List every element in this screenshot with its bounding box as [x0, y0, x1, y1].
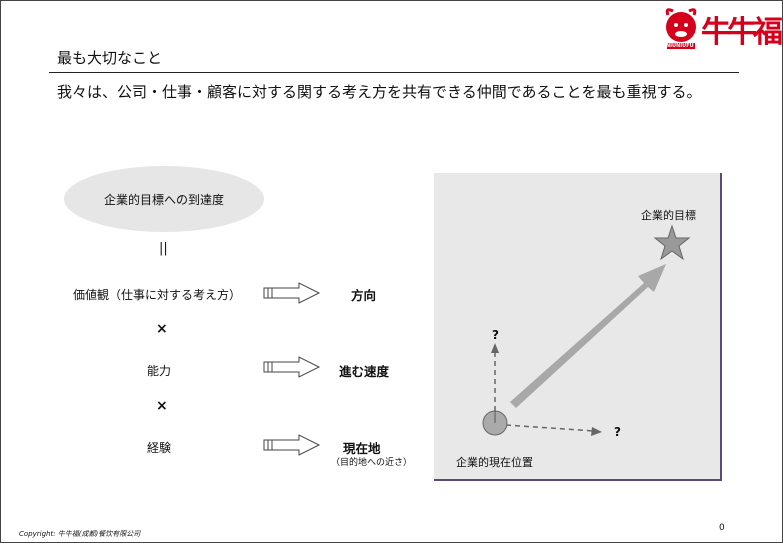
row-speed-label: 進む速度 [339, 364, 390, 379]
question-mark-up: ? [492, 328, 499, 342]
position-panel: 企業的目標 企業的現在位置 ? ? [434, 173, 722, 481]
times-sign: × [156, 398, 168, 414]
star-icon [653, 224, 691, 261]
bull-icon [665, 8, 697, 49]
progress-arrow-icon [510, 264, 666, 408]
times-sign: × [156, 321, 168, 337]
row-location-label: 現在地 [343, 441, 381, 456]
goal-label: 企業的目標 [641, 209, 696, 222]
logo-sub-text: NIUNIUFU [666, 43, 694, 49]
row-experience-label: 経験 [147, 441, 172, 455]
position-diagram [482, 224, 691, 436]
brand-logo: NIUNIUFU 牛牛福 [663, 5, 782, 51]
equals-sign: || [159, 241, 168, 256]
row-direction-label: 方向 [351, 288, 377, 303]
title-divider [49, 72, 739, 73]
arrow-right-icon [263, 356, 321, 378]
current-position-label: 企業的現在位置 [456, 456, 533, 469]
goal-oval: 企業的目標への到達度 [64, 166, 264, 232]
arrow-right-icon [263, 282, 321, 304]
arrow-up-icon [491, 343, 499, 353]
row-values-label: 価値観（仕事に対する考え方） [73, 288, 242, 302]
row-location-note: （目的地への近さ） [331, 458, 413, 468]
arrow-right-icon [263, 434, 321, 456]
page-title: 最も大切なこと [57, 49, 163, 67]
logo-text: 牛牛福 [701, 15, 782, 50]
copyright-text: Copyright: 牛牛福(成都)餐饮有限公司 [19, 530, 141, 538]
arrow-right-icon [591, 427, 602, 436]
page-number: 0 [719, 523, 725, 533]
oval-label: 企業的目標への到達度 [103, 192, 224, 207]
body-text: 我々は、公司・仕事・顧客に対する関する考え方を共有できる仲間であることを最も重視… [57, 83, 702, 101]
question-mark-right: ? [614, 425, 621, 439]
row-ability-label: 能力 [147, 364, 172, 378]
